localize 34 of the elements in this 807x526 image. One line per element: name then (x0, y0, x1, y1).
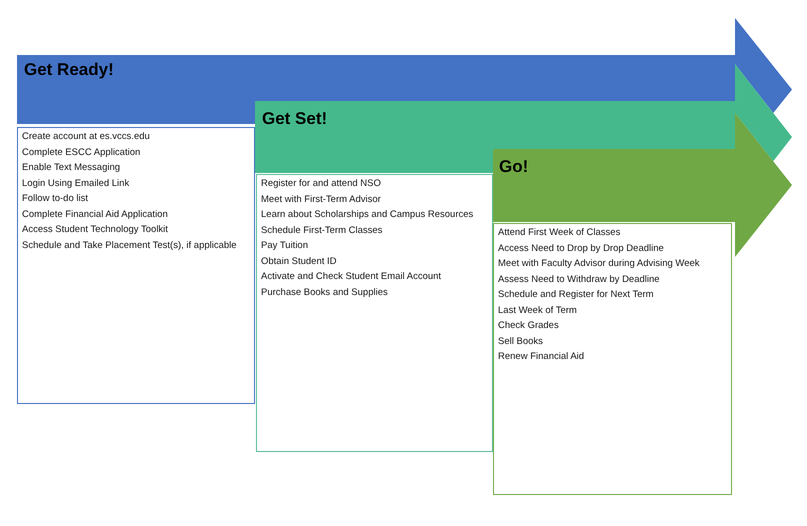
stage-heading: Get Ready! (24, 60, 114, 80)
checklist-item: Schedule and Register for Next Term (498, 289, 655, 301)
checklist-item: Obtain Student ID (261, 256, 338, 268)
checklist-item: Sell Books (498, 336, 544, 348)
stage-heading: Go! (499, 157, 528, 177)
checklist-item: Register for and attend NSO (261, 178, 382, 190)
checklist-item: Enable Text Messaging (22, 162, 122, 174)
stage-heading: Get Set! (262, 109, 328, 129)
checklist-item: Learn about Scholarships and Campus Resources (261, 209, 474, 221)
checklist-item: Login Using Emailed Link (22, 178, 130, 190)
checklist-panel (256, 174, 493, 452)
arrow-shape (493, 113, 792, 257)
checklist-item: Schedule and Take Placement Test(s), if applicable (22, 240, 238, 252)
checklist-item: Pay Tuition (261, 240, 309, 252)
checklist-item: Access Student Technology Toolkit (22, 224, 169, 236)
arrow-shape (17, 18, 792, 124)
checklist-item: Complete ESCC Application (22, 146, 142, 158)
checklist-item: Create account at es.vccs.edu (22, 131, 151, 143)
checklist-item: Assess Need to Withdraw by Deadline (498, 274, 661, 286)
checklist-item: Attend First Week of Classes (498, 227, 622, 239)
checklist-item: Meet with First-Term Advisor (261, 194, 382, 206)
checklist-item: Last Week of Term (498, 304, 578, 316)
checklist-item: Renew Financial Aid (498, 351, 586, 363)
checklist-item: Check Grades (498, 320, 560, 332)
checklist-item: Complete Financial Aid Application (22, 208, 169, 220)
checklist-item: Meet with Faculty Advisor during Advising Week (498, 258, 701, 270)
checklist-item: Access Need to Drop by Drop Deadline (498, 242, 665, 254)
checklist-item: Activate and Check Student Email Account (261, 271, 442, 283)
checklist-item: Follow to-do list (22, 193, 89, 205)
checklist-item: Schedule First-Term Classes (261, 224, 384, 236)
checklist-panel (17, 127, 255, 404)
checklist-panel (493, 223, 732, 495)
checklist-item: Purchase Books and Supplies (261, 286, 389, 298)
arrow-shape (255, 64, 792, 173)
